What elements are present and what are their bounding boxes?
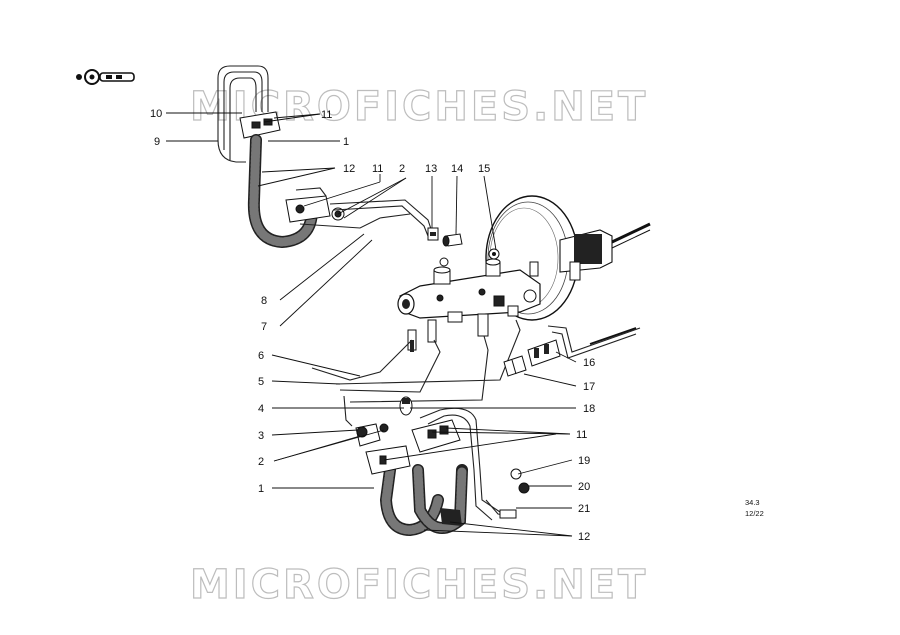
fitting-15 — [488, 248, 500, 260]
callout-10: 10 — [150, 108, 162, 120]
watermark-bottom: MICROFICHES.NET — [190, 562, 648, 608]
callout-5: 5 — [258, 376, 264, 388]
sheet-page-ref: 34.3 — [745, 498, 760, 507]
grommet-18 — [399, 396, 413, 416]
clip-16 — [527, 339, 561, 367]
vehicle-logo-icon — [76, 69, 135, 85]
callouts: 10 9 11 1 12 11 2 13 14 15 8 7 6 5 4 3 2… — [150, 108, 595, 543]
callout-14: 14 — [451, 163, 463, 175]
lower-bracket-assembly — [355, 407, 530, 537]
callout-1-upper: 1 — [343, 136, 349, 148]
callout-7: 7 — [261, 321, 267, 333]
callout-17: 17 — [583, 381, 595, 393]
master-cylinder — [397, 258, 541, 319]
callout-19: 19 — [578, 455, 590, 467]
fitting-14 — [439, 233, 463, 267]
callout-9: 9 — [154, 136, 160, 148]
callout-13: 13 — [425, 163, 437, 175]
callout-2-upper: 2 — [399, 163, 405, 175]
callout-15: 15 — [478, 163, 490, 175]
callout-20: 20 — [578, 481, 590, 493]
sheet-date-ref: 12/22 — [745, 509, 764, 518]
callout-11-mid: 11 — [372, 163, 383, 175]
callout-4: 4 — [258, 403, 264, 415]
callout-6: 6 — [258, 350, 264, 362]
callout-18: 18 — [583, 403, 595, 415]
clip-17 — [503, 355, 527, 377]
callout-3: 3 — [258, 430, 264, 442]
callout-21: 21 — [578, 503, 590, 515]
callout-12-upper: 12 — [343, 163, 355, 175]
lower-pipe-assembly — [311, 319, 641, 427]
callout-1-lower: 1 — [258, 483, 264, 495]
callout-11-upper: 11 — [321, 109, 332, 121]
callout-8: 8 — [261, 295, 267, 307]
upper-pipe-assembly — [217, 65, 433, 249]
callout-2-lower: 2 — [258, 456, 264, 468]
leader-lines — [166, 112, 577, 537]
callout-16: 16 — [583, 357, 595, 369]
callout-12-lower: 12 — [578, 531, 590, 543]
callout-11-lower: 11 — [576, 429, 587, 441]
fitting-13 — [427, 227, 439, 241]
